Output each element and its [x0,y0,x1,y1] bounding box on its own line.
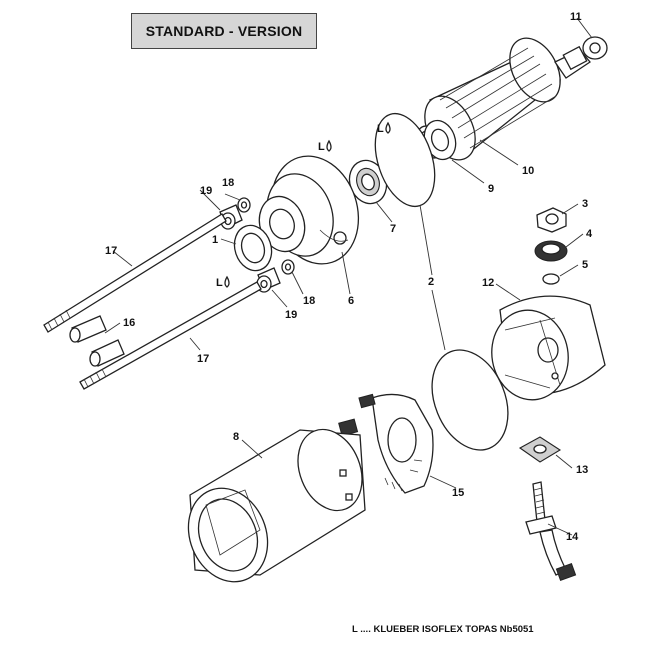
label-part-14: 14 [566,531,579,543]
part-18-washer-lower [281,259,295,275]
part-4-washer [534,240,568,262]
svg-text:L: L [377,123,384,135]
part-15-brush-plate [338,393,434,494]
label-part-7: 7 [390,223,396,235]
label-part-11: 11 [570,11,582,23]
part-16-sleeve-lower [89,339,125,367]
part-18-washer-upper [237,197,251,213]
label-part-2: 2 [428,276,434,288]
part-2-o-ring-lower [431,349,509,451]
part-3-nut [536,207,567,233]
label-part-3: 3 [582,198,588,210]
label-part-10: 10 [522,165,534,177]
leader-lines [104,17,593,536]
label-part-19-upper: 19 [200,185,212,197]
part-12-housing [491,295,606,401]
label-part-15: 15 [452,487,464,499]
label-part-16: 16 [123,317,135,329]
lube-mark-washer-1: L [216,275,230,289]
lube-mark-bearing-7: L [318,139,332,153]
part-7-bearing [348,159,388,205]
part-6-end-shield [258,155,360,265]
label-part-5: 5 [582,259,588,271]
svg-text:L: L [216,277,223,289]
label-part-17-lower: 17 [197,353,209,365]
part-16-sleeve-upper [69,315,107,343]
lubricant-footnote: L .... KLUEBER ISOFLEX TOPAS Nb5051 [352,624,534,635]
part-13-nut-plate [518,436,562,463]
part-8-field-frame [187,428,366,583]
label-part-17-upper: 17 [105,245,117,257]
lube-mark-bearing-9: L [377,121,391,135]
label-part-8: 8 [233,431,239,443]
part-9-bearing [423,119,457,161]
label-part-18-lower: 18 [303,295,315,307]
label-part-19-lower: 19 [285,309,297,321]
label-part-18-upper: 18 [222,177,234,189]
label-part-4: 4 [586,228,593,240]
part-11-washer [582,36,608,60]
label-part-12: 12 [482,277,494,289]
part-1-washer [233,224,273,272]
label-part-13: 13 [576,464,588,476]
label-part-9: 9 [488,183,494,195]
part-17-bolt-lower [79,281,262,390]
label-part-1: 1 [212,234,218,246]
label-part-6: 6 [348,295,354,307]
part-5-o-ring [542,273,560,285]
svg-text:L: L [318,141,325,153]
version-title: STANDARD - VERSION [131,13,317,49]
part-17-bolt-upper [43,213,227,333]
